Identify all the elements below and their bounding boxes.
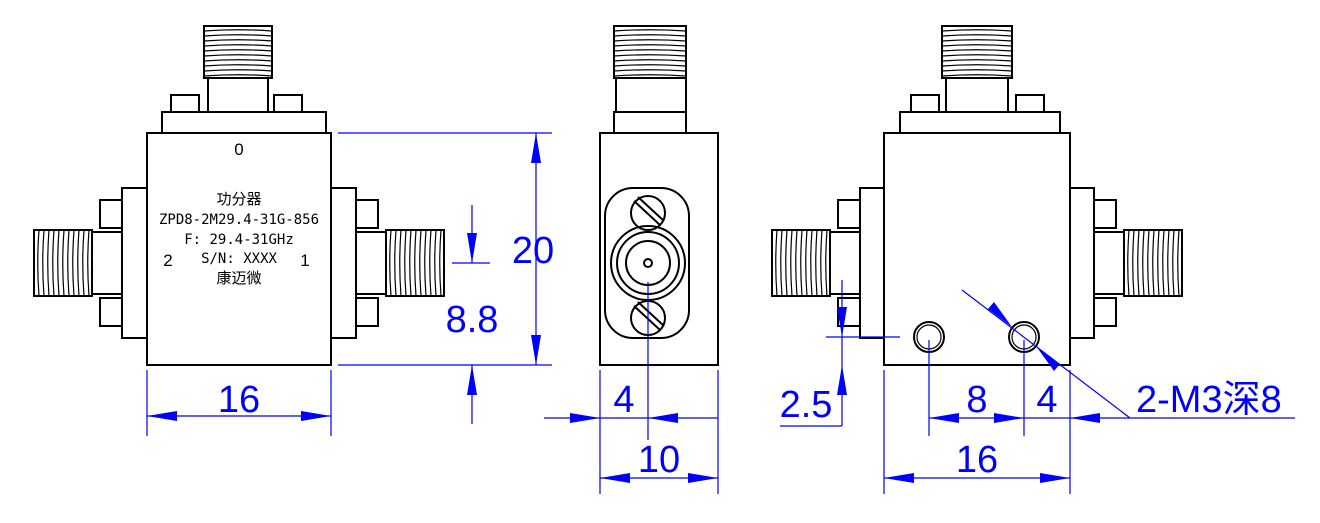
dim-hole-edge: 4 xyxy=(1036,379,1057,421)
back-view xyxy=(771,25,1183,366)
top-connector-side xyxy=(613,25,687,135)
front-body xyxy=(146,132,332,366)
back-dimensions: 2.5 8 4 16 2-M3深8 xyxy=(780,280,1295,494)
port-label-top: 0 xyxy=(234,140,243,159)
top-connector-front xyxy=(161,25,327,135)
top-connector-back xyxy=(899,25,1061,135)
dim-height: 20 xyxy=(512,230,554,272)
product-title: 功分器 xyxy=(216,190,261,208)
dim-back-width: 16 xyxy=(956,439,998,481)
dim-side-offset: 4 xyxy=(613,379,634,421)
model-number: ZPD8-2M29.4-31G-856 xyxy=(159,212,319,228)
dim-hole-spec: 2-M3深8 xyxy=(1136,379,1282,421)
left-connector-front xyxy=(33,187,148,339)
serial-label: S/N: XXXX xyxy=(201,251,277,267)
front-view: 0 功分器 ZPD8-2M29.4-31G-856 F: 29.4-31GHz … xyxy=(33,25,445,366)
frequency-label: F: 29.4-31GHz xyxy=(184,232,294,248)
dim-front-width: 16 xyxy=(218,379,260,421)
left-connector-back xyxy=(771,187,885,339)
side-view xyxy=(599,25,719,366)
side-dimensions: 4 10 xyxy=(544,282,719,494)
dim-hole-offset: 2.5 xyxy=(780,384,833,426)
right-connector-front xyxy=(330,187,445,339)
side-flange xyxy=(604,187,690,339)
dim-hole-spacing: 8 xyxy=(966,379,987,421)
front-dimensions: 16 20 8.8 xyxy=(146,132,554,436)
screw-top xyxy=(630,195,666,231)
port-label-right: 1 xyxy=(300,251,309,270)
maker-label: 康迈微 xyxy=(216,269,261,287)
port-label-left: 2 xyxy=(163,251,172,270)
right-connector-back xyxy=(1069,187,1183,339)
dim-side-width: 10 xyxy=(638,439,680,481)
dim-port-offset: 8.8 xyxy=(446,299,499,341)
back-body xyxy=(883,132,1071,366)
